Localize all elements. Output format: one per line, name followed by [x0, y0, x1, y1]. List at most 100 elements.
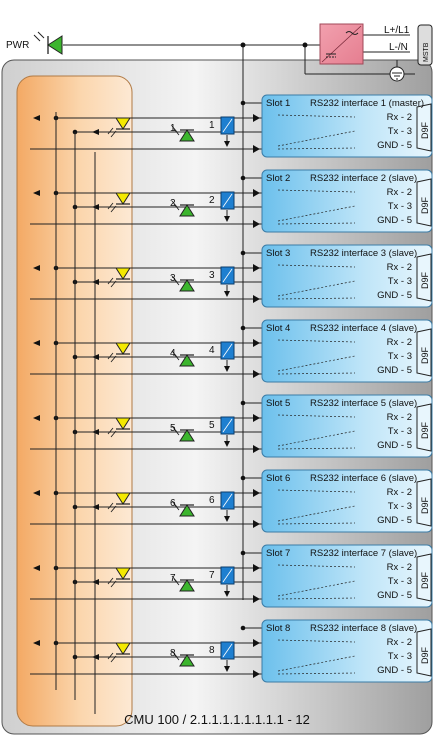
led-ray [107, 127, 114, 135]
slot-title: RS232 interface 6 (slave) [310, 473, 417, 484]
arrow-icon [253, 414, 260, 422]
slot-label: Slot 7 [266, 548, 290, 559]
d9f-label: D9F [420, 121, 430, 139]
junction-dot [240, 250, 246, 256]
rx-pin-label: Rx - 2 [387, 112, 412, 123]
slot-box [261, 394, 433, 458]
slot-label: Slot 3 [266, 248, 290, 259]
relay-diagonal [222, 268, 233, 283]
rx-pin-label: Rx - 2 [387, 412, 412, 423]
slot-label: Slot 6 [266, 473, 290, 484]
tx-pin-label: Tx - 3 [388, 426, 412, 437]
arrow-icon [224, 291, 230, 297]
neutral-label: L-/N [389, 42, 408, 53]
led-ray [110, 430, 117, 438]
slot-title: RS232 interface 3 (slave) [310, 248, 417, 259]
dashed-wire [277, 505, 356, 522]
d9f-label: D9F [420, 271, 430, 289]
junction-dot [240, 475, 246, 481]
bus-verticals [55, 112, 96, 714]
arrow-icon [224, 366, 230, 372]
led-ray [110, 130, 117, 138]
arrow-icon [224, 141, 230, 147]
relay-diagonal [222, 418, 233, 433]
gnd-pin-label: GND - 5 [377, 290, 412, 301]
dashed-wire [277, 564, 356, 568]
led-ray [173, 503, 180, 511]
green-led-icon [179, 279, 195, 292]
dashed-wire [277, 222, 356, 225]
dashed-wire [277, 130, 356, 147]
mstb-connector [417, 24, 433, 66]
tx-pin-label: Tx - 3 [388, 576, 412, 587]
slot-label: Slot 8 [266, 623, 290, 634]
tx-pin-label: Tx - 3 [388, 501, 412, 512]
slot-title: RS232 interface 8 (slave) [310, 623, 417, 634]
arrow-icon [33, 340, 40, 346]
yellow-led-icon [115, 492, 131, 505]
green-led-icon [179, 504, 195, 517]
dashed-wire [277, 655, 356, 672]
arrow-icon [224, 591, 230, 597]
junction-dot [240, 42, 246, 48]
rx-pin-label: Rx - 2 [387, 337, 412, 348]
junction-dot [240, 400, 246, 406]
junction-dot [240, 100, 246, 106]
relay-number: 6 [209, 495, 215, 506]
arrow-icon [33, 265, 40, 271]
led-ray [110, 655, 117, 663]
d9f-connector [416, 403, 432, 452]
slot-box [261, 469, 433, 533]
relay-number: 3 [209, 270, 215, 281]
relay-diagonal [222, 118, 233, 133]
dashed-wire [277, 414, 356, 418]
led-ray [173, 278, 180, 286]
rx-pin-label: Rx - 2 [387, 187, 412, 198]
d9f-label: D9F [420, 196, 430, 214]
dashed-wire [277, 580, 356, 597]
slot-label: Slot 1 [266, 98, 290, 109]
relay-diagonal [222, 643, 233, 658]
relay-number: 4 [209, 345, 215, 356]
relay-number: 1 [209, 120, 215, 131]
dashed-wire [277, 355, 356, 372]
relay-diagonal [222, 493, 233, 508]
arrow-icon [253, 445, 260, 453]
dashed-wire [277, 264, 356, 268]
green-led-icon [179, 654, 195, 667]
junction-dot [240, 325, 246, 331]
yellow-led-icon [115, 342, 131, 355]
gnd-pin-label: GND - 5 [377, 665, 412, 676]
channel-number: 3 [170, 273, 176, 284]
led-ray [173, 353, 180, 361]
arrow-icon [253, 520, 260, 528]
tx-pin-label: Tx - 3 [388, 126, 412, 137]
ground-icon [389, 66, 405, 82]
d9f-connector [416, 253, 432, 302]
arrow-icon [253, 339, 260, 347]
psu-icon [319, 23, 364, 65]
led-ray [173, 203, 180, 211]
led-ray [173, 653, 180, 661]
arrow-icon [253, 295, 260, 303]
pwr-led-icon [33, 31, 63, 55]
slot-label: Slot 5 [266, 398, 290, 409]
d9f-label: D9F [420, 571, 430, 589]
led-ray [107, 502, 114, 510]
gnd-pin-label: GND - 5 [377, 140, 412, 151]
led-ray [173, 428, 180, 436]
dashed-wire [277, 114, 356, 118]
arrow-icon [253, 670, 260, 678]
arrow-icon [224, 441, 230, 447]
arrow-icon [33, 415, 40, 421]
d9f-label: D9F [420, 421, 430, 439]
led-ray [173, 578, 180, 586]
channel-number: 6 [170, 498, 176, 509]
led-ray [110, 280, 117, 288]
dashed-wire [277, 189, 356, 193]
d9f-label: D9F [420, 496, 430, 514]
